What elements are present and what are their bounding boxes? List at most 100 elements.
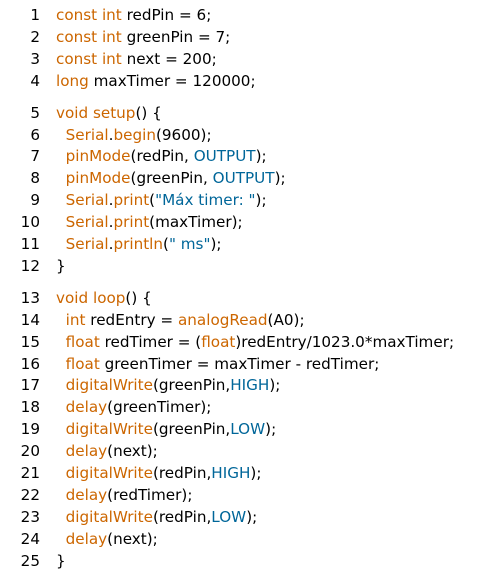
line-code: Serial.begin(9600); (56, 125, 212, 146)
code-token: ); (269, 376, 281, 395)
code-token: (next); (107, 529, 158, 548)
code-line: 20 delay(next); (0, 441, 480, 462)
code-token (56, 333, 66, 351)
line-code: float redTimer = (float)redEntry/1023.0*… (56, 332, 454, 353)
line-number: 14 (20, 310, 40, 329)
line-code: delay(greenTimer); (56, 397, 212, 418)
line-code: delay(redTimer); (56, 485, 193, 506)
code-token: . (108, 235, 114, 253)
code-token (56, 376, 66, 394)
code-token: () { (125, 288, 152, 307)
code-token: HIGH (211, 464, 251, 482)
code-token (56, 398, 66, 416)
code-token: digitalWrite (65, 464, 153, 482)
code-token: int (65, 310, 86, 329)
code-token (56, 508, 66, 526)
line-number: 15 (20, 332, 40, 351)
code-token: ( (149, 191, 156, 210)
code-token: HIGH (230, 376, 270, 395)
code-token: ); (274, 169, 286, 188)
line-code: Serial.println(" ms"); (56, 234, 222, 255)
code-token: () { (135, 103, 162, 122)
code-token (56, 213, 66, 231)
code-line: 12} (0, 256, 480, 277)
line-number: 10 (20, 213, 40, 232)
code-line: 24 delay(next); (0, 529, 480, 550)
line-code: long maxTimer = 120000; (56, 71, 256, 92)
line-number: 25 (20, 551, 40, 570)
code-line: 8 pinMode(greenPin, OUTPUT); (0, 168, 480, 189)
code-token: const int (56, 27, 122, 46)
code-token: (greenPin, (130, 169, 213, 188)
line-code: delay(next); (56, 529, 158, 550)
code-token (56, 486, 66, 504)
code-token: setup (92, 103, 136, 122)
code-line: 15 float redTimer = (float)redEntry/1023… (0, 332, 480, 353)
code-token (56, 311, 66, 329)
line-number: 22 (20, 485, 40, 504)
line-code: Serial.print(maxTimer); (56, 212, 243, 233)
code-token (56, 147, 66, 165)
line-number: 12 (20, 256, 40, 275)
code-token: maxTimer = 120000; (88, 71, 256, 90)
code-token: delay (65, 442, 108, 461)
code-token: ); (210, 235, 222, 253)
code-token: (greenPin, (152, 420, 231, 439)
code-token: const int (56, 49, 122, 68)
code-token: OUTPUT (193, 147, 256, 166)
code-line: 17 digitalWrite(greenPin,HIGH); (0, 375, 480, 396)
code-token: (greenTimer); (107, 398, 212, 417)
line-number: 8 (30, 169, 40, 188)
line-code: digitalWrite(greenPin,HIGH); (56, 375, 281, 396)
code-line: 13 void loop() { (0, 288, 480, 309)
code-token: " ms" (168, 235, 211, 253)
code-token: pinMode (65, 147, 131, 166)
code-token: greenPin = 7; (121, 27, 231, 46)
line-code: pinMode(redPin, OUTPUT); (56, 146, 267, 167)
code-line: 3 const int next = 200; (0, 49, 480, 70)
code-token: Serial (65, 213, 109, 232)
line-code: void loop() { (56, 288, 152, 309)
line-number: 13 (20, 288, 40, 307)
line-code: const int next = 200; (56, 49, 217, 70)
line-number: 3 (30, 49, 40, 68)
code-token: (redPin, (152, 507, 212, 526)
line-code: delay(next); (56, 441, 158, 462)
code-token (56, 442, 66, 460)
code-token: digitalWrite (65, 420, 153, 439)
code-line: 7 pinMode(redPin, OUTPUT); (0, 146, 480, 167)
line-number: 16 (20, 354, 40, 373)
line-number: 24 (20, 529, 40, 548)
line-code: const int greenPin = 7; (56, 27, 230, 48)
line-code: pinMode(greenPin, OUTPUT); (56, 168, 286, 189)
code-token: println (113, 235, 163, 253)
line-code: Serial.print("Máx timer: "); (56, 190, 267, 211)
line-number: 18 (20, 398, 40, 417)
code-token: next = 200; (121, 49, 217, 68)
code-token: "Máx timer: " (155, 191, 256, 210)
code-token (56, 191, 66, 209)
code-line: 23 digitalWrite(redPin,LOW); (0, 507, 480, 528)
code-token: print (113, 213, 150, 232)
line-number: 5 (30, 103, 40, 122)
code-token: const int (56, 6, 122, 24)
line-code: int redEntry = analogRead(A0); (56, 310, 305, 331)
code-token (56, 235, 66, 253)
code-line: 21 digitalWrite(redPin,HIGH); (0, 463, 480, 484)
code-token: LOW (230, 420, 266, 439)
code-line: 9 Serial.print("Máx timer: "); (0, 190, 480, 211)
code-token: } (56, 551, 66, 570)
code-token: . (108, 213, 114, 232)
code-token: delay (65, 398, 108, 417)
code-token: OUTPUT (212, 169, 275, 188)
line-number: 17 (20, 376, 40, 395)
line-code: digitalWrite(greenPin,LOW); (56, 419, 277, 440)
code-token: delay (65, 485, 108, 504)
code-line: 22 delay(redTimer); (0, 485, 480, 506)
code-token: LOW (211, 507, 247, 526)
code-token (56, 464, 66, 482)
